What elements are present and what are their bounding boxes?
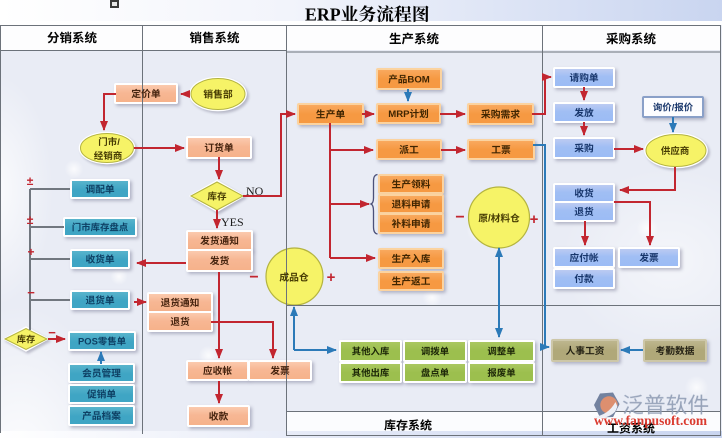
svg-text:/: / bbox=[488, 214, 491, 225]
svg-text:±: ± bbox=[27, 213, 34, 227]
svg-text:www.fanpusoft.com: www.fanpusoft.com bbox=[594, 413, 707, 428]
svg-text:POS: POS bbox=[78, 336, 98, 347]
svg-text:MRP: MRP bbox=[388, 109, 410, 120]
svg-text:/: / bbox=[672, 102, 675, 113]
svg-text:YES: YES bbox=[221, 215, 244, 229]
svg-text:ERP: ERP bbox=[305, 5, 341, 25]
svg-text:+: + bbox=[27, 245, 34, 259]
svg-text:+: + bbox=[327, 269, 336, 286]
svg-text:−: − bbox=[455, 209, 464, 226]
svg-text:±: ± bbox=[27, 174, 34, 188]
svg-text:−: − bbox=[249, 269, 258, 286]
svg-text:−: − bbox=[48, 325, 56, 340]
svg-text:BOM: BOM bbox=[407, 75, 429, 86]
svg-text:NO: NO bbox=[246, 184, 264, 198]
svg-text:−: − bbox=[27, 285, 35, 300]
svg-text:+: + bbox=[530, 211, 539, 228]
svg-text:/: / bbox=[117, 137, 120, 148]
